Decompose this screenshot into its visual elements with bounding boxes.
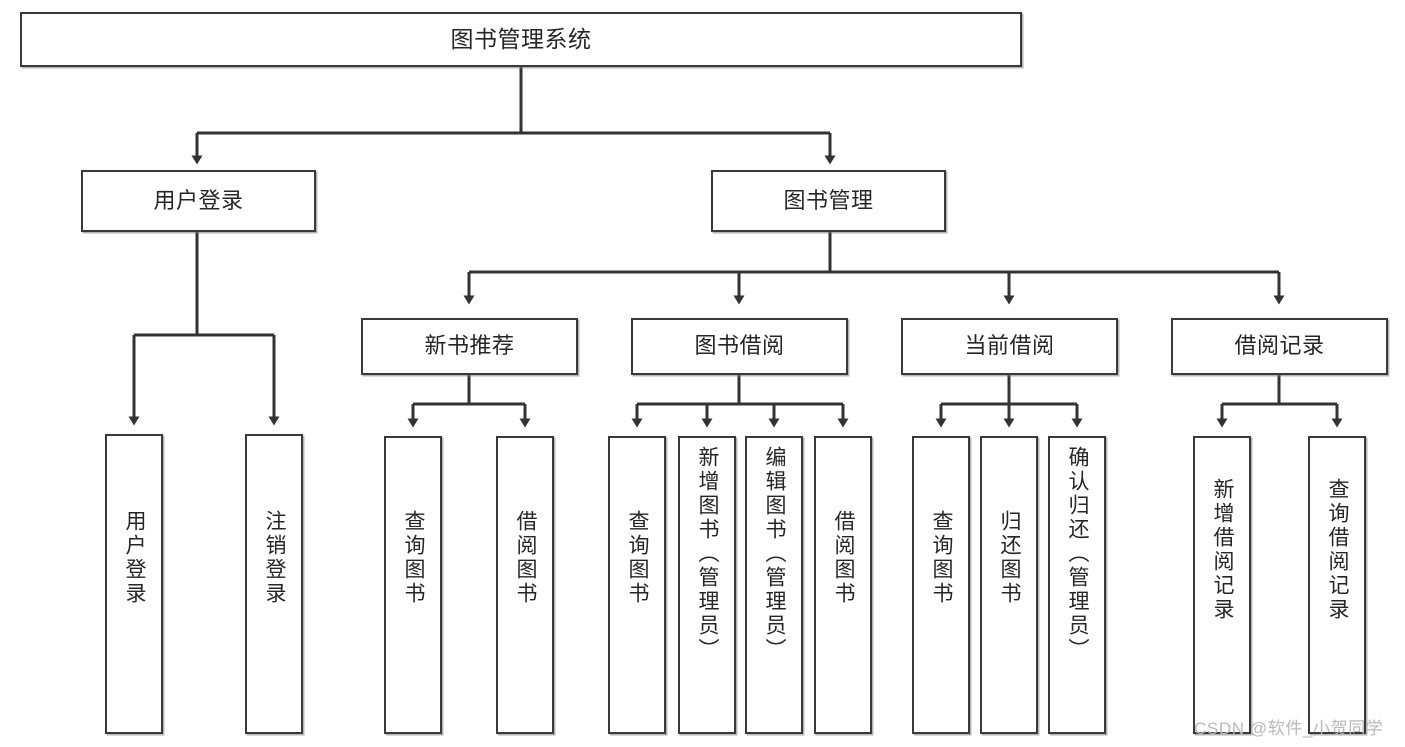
node-label: 借阅记录 [1234, 333, 1325, 359]
node-label: 用户登录 [153, 187, 244, 213]
node-leaf-query-book-2[interactable]: 查询图书 [608, 436, 666, 734]
node-book-borrow[interactable]: 图书借阅 [631, 318, 848, 375]
node-label: 借阅图书 [514, 510, 538, 606]
node-label: 新增借阅记录 [1211, 478, 1235, 622]
node-leaf-return-book[interactable]: 归还图书 [980, 436, 1038, 734]
node-label: 确认归还（管理员） [1066, 446, 1090, 662]
node-label: 查询图书 [930, 510, 954, 606]
node-label: 图书管理 [783, 187, 874, 213]
node-leaf-query-book-3[interactable]: 查询图书 [912, 436, 970, 734]
node-label: 查询图书 [402, 510, 426, 606]
node-root-book-management-system[interactable]: 图书管理系统 [20, 12, 1022, 67]
node-leaf-borrow-book-2[interactable]: 借阅图书 [814, 436, 872, 734]
node-borrow-record[interactable]: 借阅记录 [1171, 318, 1388, 375]
node-label: 归还图书 [998, 510, 1022, 606]
node-label: 新增图书（管理员） [696, 446, 720, 662]
node-label: 查询图书 [626, 510, 650, 606]
node-label: 当前借阅 [964, 333, 1055, 359]
node-leaf-query-borrow-record[interactable]: 查询借阅记录 [1308, 436, 1366, 734]
node-label: 注销登录 [263, 510, 287, 606]
node-label: 用户登录 [123, 510, 147, 606]
node-leaf-logout-login[interactable]: 注销登录 [245, 434, 303, 734]
node-label: 图书管理系统 [450, 25, 592, 52]
csdn-watermark: CSDN @软件_小贺同学 [1194, 719, 1384, 738]
node-label: 查询借阅记录 [1326, 478, 1350, 622]
node-label: 借阅图书 [832, 510, 856, 606]
node-leaf-query-book-1[interactable]: 查询图书 [384, 436, 442, 734]
node-leaf-edit-book-admin[interactable]: 编辑图书（管理员） [745, 436, 803, 734]
node-label: 新书推荐 [424, 333, 515, 359]
node-leaf-borrow-book-1[interactable]: 借阅图书 [496, 436, 554, 734]
node-label: 图书借阅 [694, 333, 785, 359]
node-label: 编辑图书（管理员） [763, 446, 787, 662]
node-new-book-recommend[interactable]: 新书推荐 [361, 318, 578, 375]
node-leaf-add-borrow-record[interactable]: 新增借阅记录 [1193, 436, 1251, 734]
node-current-borrow[interactable]: 当前借阅 [901, 318, 1118, 375]
node-leaf-user-login[interactable]: 用户登录 [105, 434, 163, 734]
node-leaf-add-book-admin[interactable]: 新增图书（管理员） [678, 436, 736, 734]
node-book-management[interactable]: 图书管理 [711, 170, 946, 232]
node-leaf-confirm-return-admin[interactable]: 确认归还（管理员） [1048, 436, 1106, 734]
node-user-login[interactable]: 用户登录 [81, 170, 316, 232]
